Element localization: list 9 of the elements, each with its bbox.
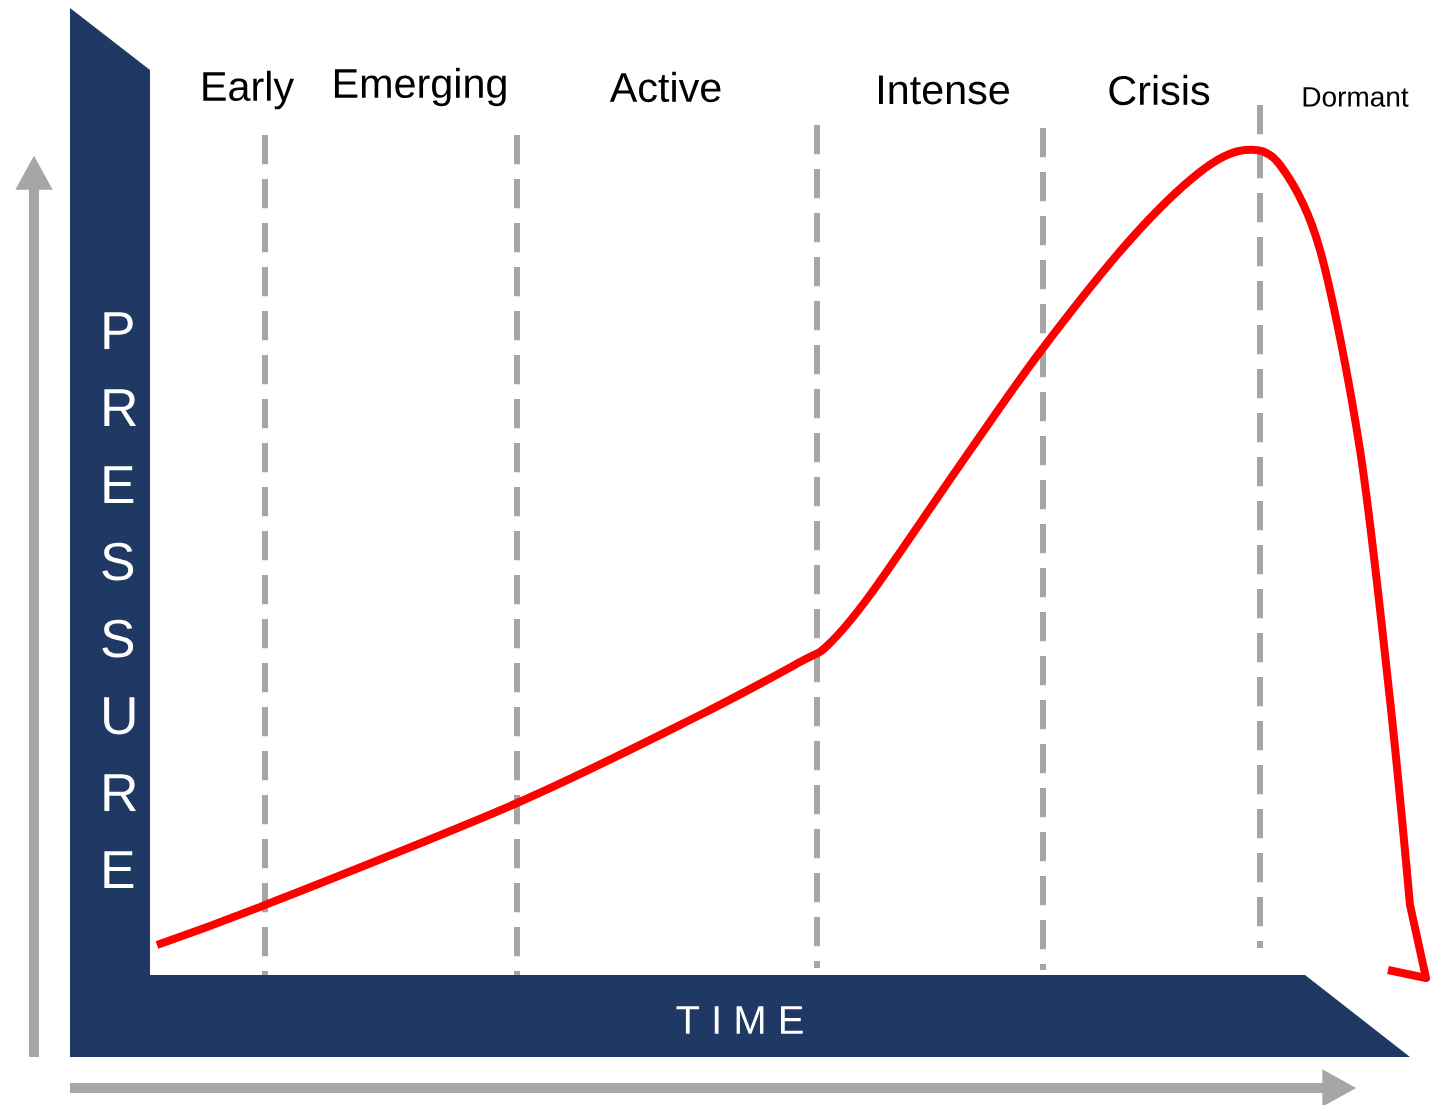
axis-band [70,8,1410,1057]
phase-label: Active [609,71,721,103]
phase-label: Emerging [334,67,506,107]
phase-label: Dormant [1303,87,1409,107]
phase-label: Intense [879,75,1009,105]
phase-label: Crisis [1109,74,1210,106]
phase-label: Early [203,70,294,110]
axis-title: PRESSURE [102,312,137,888]
axis-title: T I M E [676,1006,803,1034]
